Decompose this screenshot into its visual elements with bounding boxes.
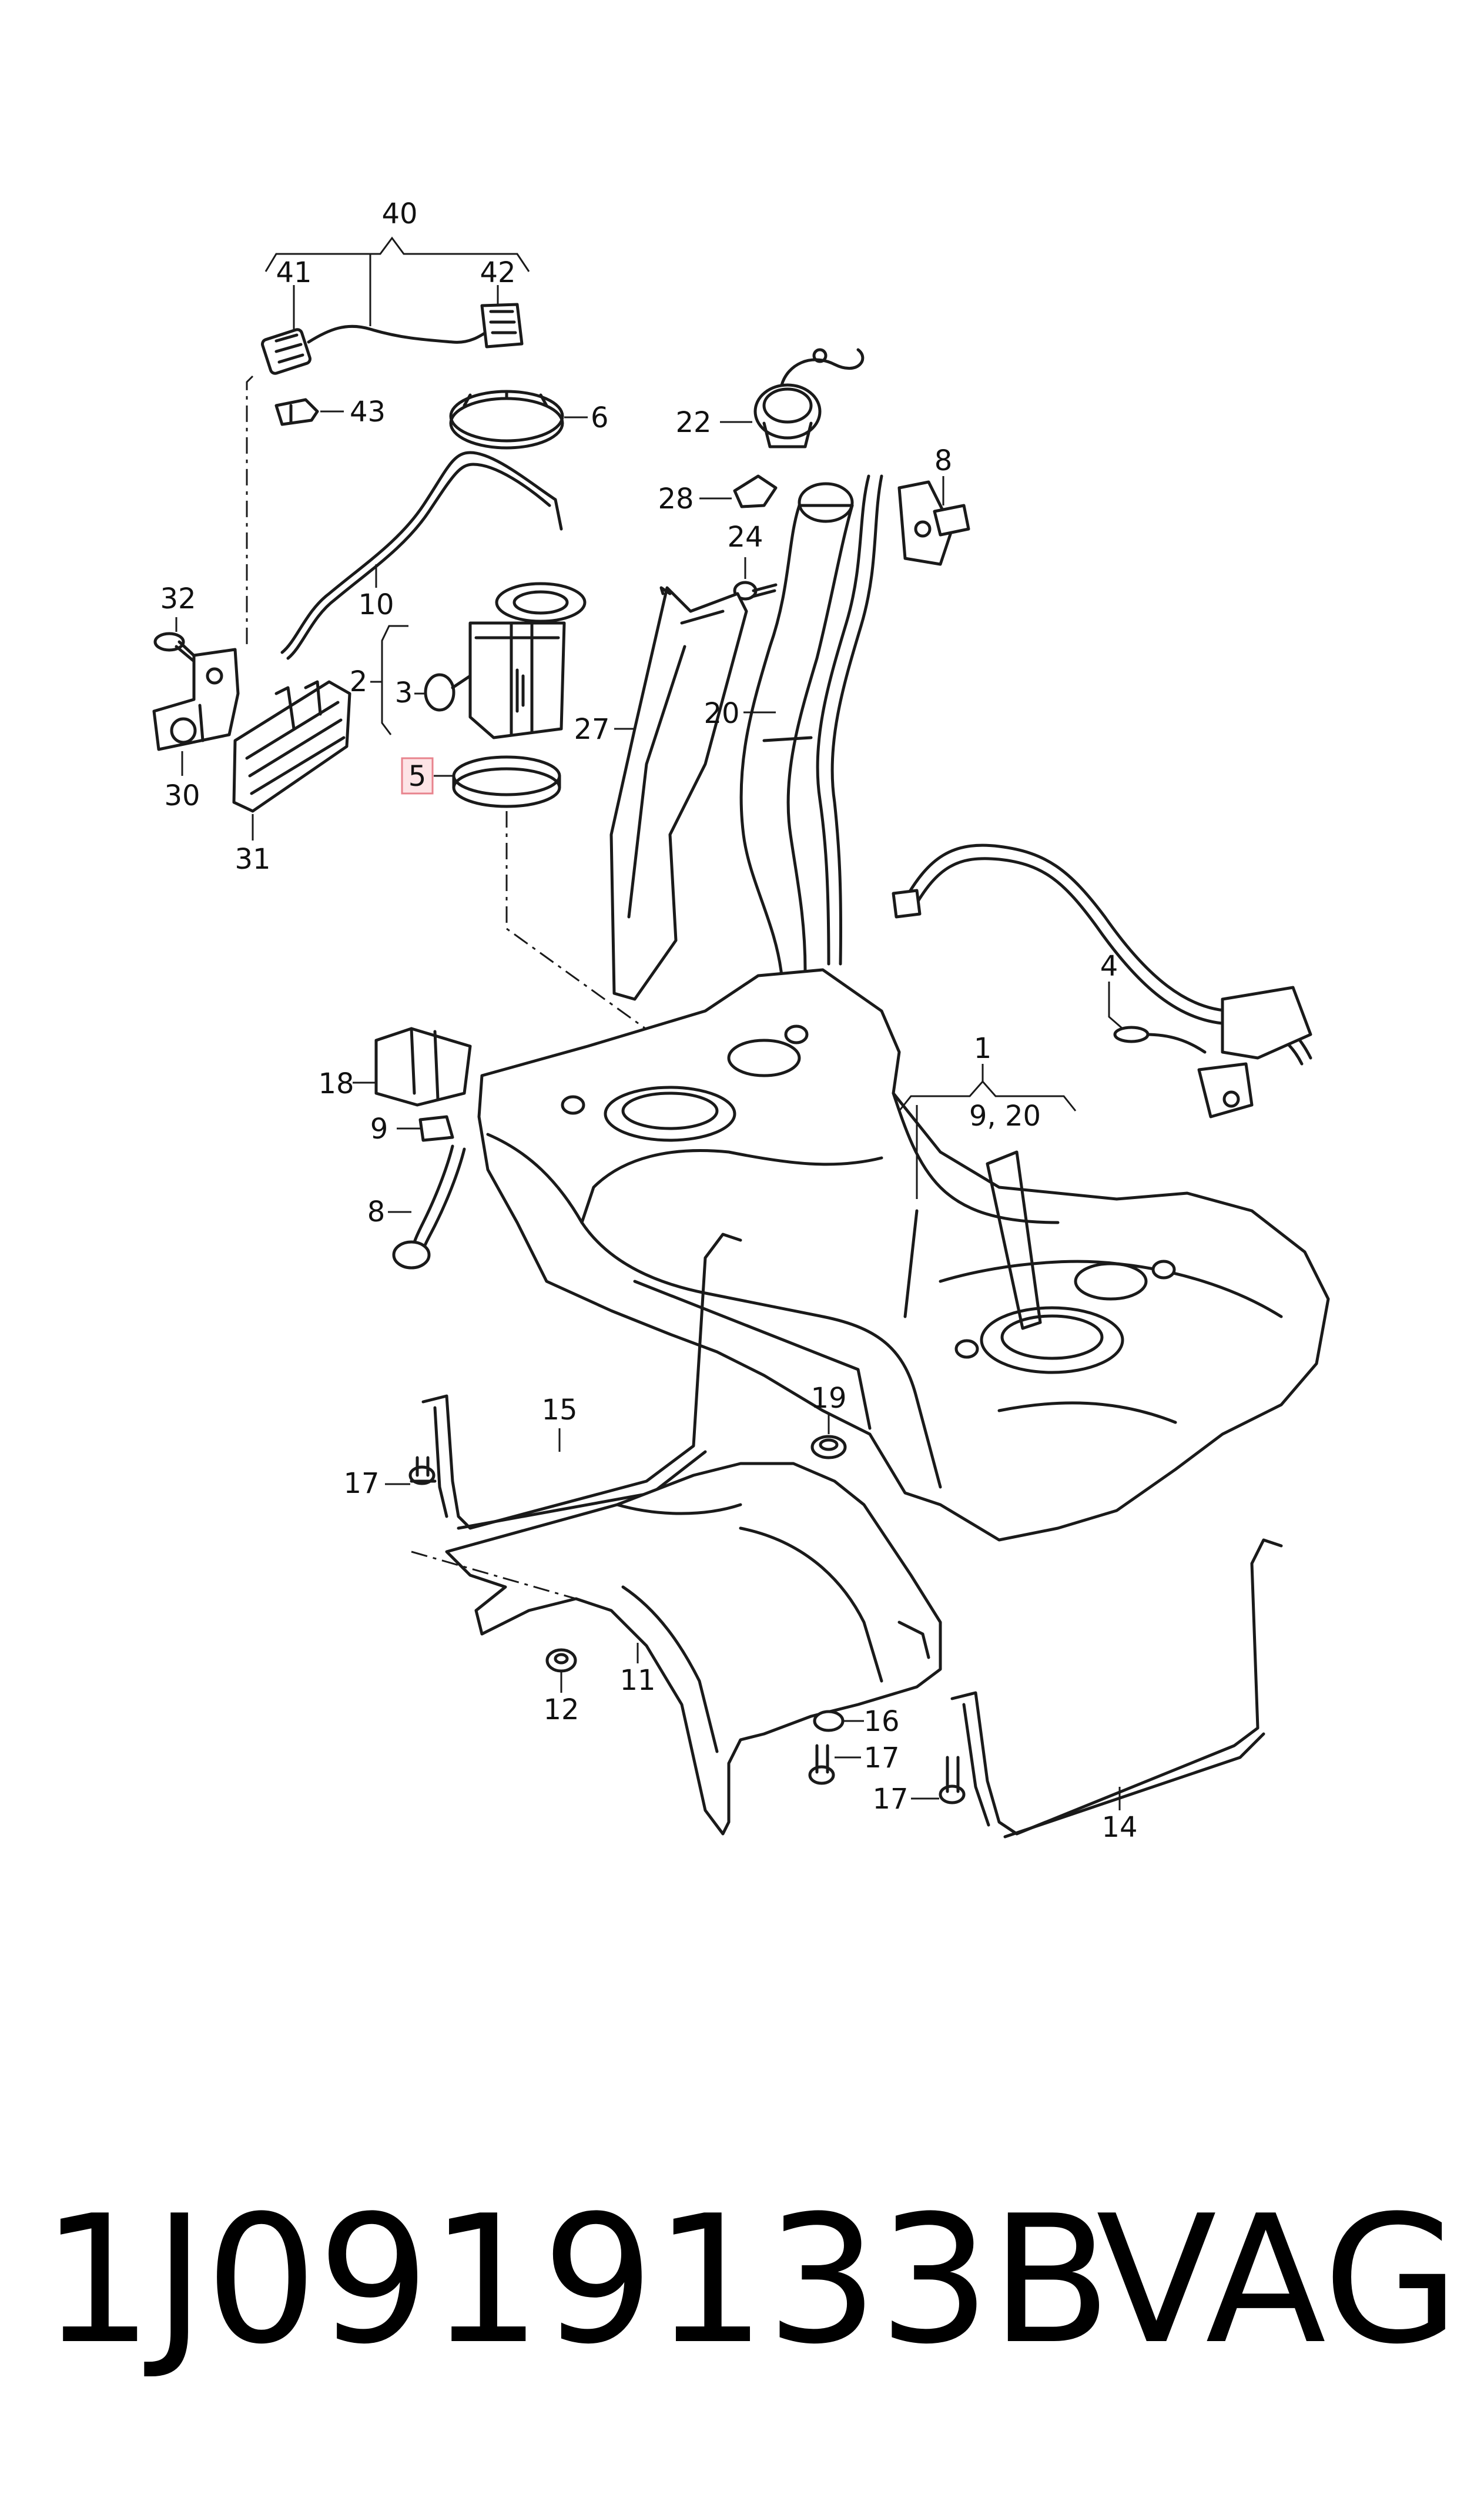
callout-9: 9 (370, 1113, 388, 1146)
callout-1: 1 (974, 1032, 992, 1065)
fuel-tank-1 (477, 968, 1330, 1542)
callout-14: 14 (1101, 1811, 1137, 1844)
assembly-line-harness (246, 375, 254, 647)
heat-shield-11 (411, 1462, 942, 1836)
connector-42 (480, 303, 524, 349)
callout-3: 3 (395, 677, 413, 709)
callout-8-upper: 8 (934, 444, 953, 477)
control-unit-31 (232, 680, 351, 841)
callout-18: 18 (318, 1067, 354, 1100)
highlight-callout-5 (401, 757, 434, 795)
callout-10: 10 (358, 588, 394, 621)
callout-5: 5 (408, 760, 427, 793)
callout-9-20: 9, 20 (969, 1100, 1041, 1133)
nut-12 (545, 1648, 577, 1693)
fuel-pump-2 (468, 582, 587, 739)
callout-43: 43 (350, 396, 386, 428)
callout-16: 16 (863, 1705, 899, 1738)
callout-12: 12 (543, 1693, 579, 1726)
harness-cable-40 (307, 324, 493, 344)
connector-41 (261, 328, 311, 375)
bracket-18 (353, 1027, 472, 1107)
callout-27: 27 (574, 713, 609, 746)
callout-31: 31 (235, 843, 270, 876)
vent-shield-27 (609, 586, 748, 1001)
callout-42: 42 (480, 256, 515, 289)
bolt-24 (733, 557, 778, 601)
float-3 (424, 673, 472, 712)
callout-41: 41 (276, 256, 311, 289)
assembly-line-pump (505, 811, 671, 1047)
callout-19: 19 (810, 1382, 846, 1415)
bolt-32 (153, 617, 199, 663)
line-8-lower (388, 1144, 466, 1270)
part-number-caption: 1J0919133B (41, 2178, 1112, 2383)
seal-5 (434, 755, 561, 808)
strap-14 (950, 1538, 1283, 1839)
callout-32: 32 (160, 582, 196, 615)
clip-43 (274, 398, 344, 426)
bolt-17-middle (808, 1744, 861, 1785)
bracket-30 (152, 648, 240, 776)
filler-neck-20 (739, 474, 883, 977)
evap-valve-4 (892, 843, 1312, 1119)
callout-28: 28 (658, 483, 694, 515)
callout-24: 24 (727, 521, 763, 554)
filler-cap-22 (720, 348, 865, 448)
callout-2: 2 (350, 665, 368, 698)
sensor-8-upper (897, 476, 970, 566)
callout-20: 20 (704, 697, 739, 730)
callout-22: 22 (675, 406, 711, 439)
callout-17-left: 17 (343, 1467, 379, 1500)
callout-6: 6 (591, 401, 609, 434)
bracket-callout-1 (898, 1064, 1077, 1199)
callout-17-middle: 17 (863, 1742, 899, 1774)
clip-28 (699, 474, 778, 508)
bolt-17-right (911, 1756, 966, 1804)
callout-17-right: 17 (872, 1783, 908, 1816)
callout-15: 15 (541, 1394, 577, 1427)
fuel-line-10-inner (286, 463, 551, 660)
clip-9 (397, 1115, 454, 1142)
bolt-17-left (385, 1456, 437, 1485)
locking-ring-6 (449, 390, 588, 450)
fuel-line-10 (280, 451, 563, 654)
callout-11: 11 (619, 1664, 655, 1697)
callout-8-lower: 8 (367, 1196, 386, 1228)
nut-16 (813, 1710, 864, 1732)
brand-caption: VAG (1096, 2178, 1460, 2383)
callout-40: 40 (381, 197, 417, 230)
callout-30: 30 (164, 779, 200, 812)
callout-4: 4 (1100, 950, 1118, 983)
grommet-19 (810, 1414, 847, 1459)
